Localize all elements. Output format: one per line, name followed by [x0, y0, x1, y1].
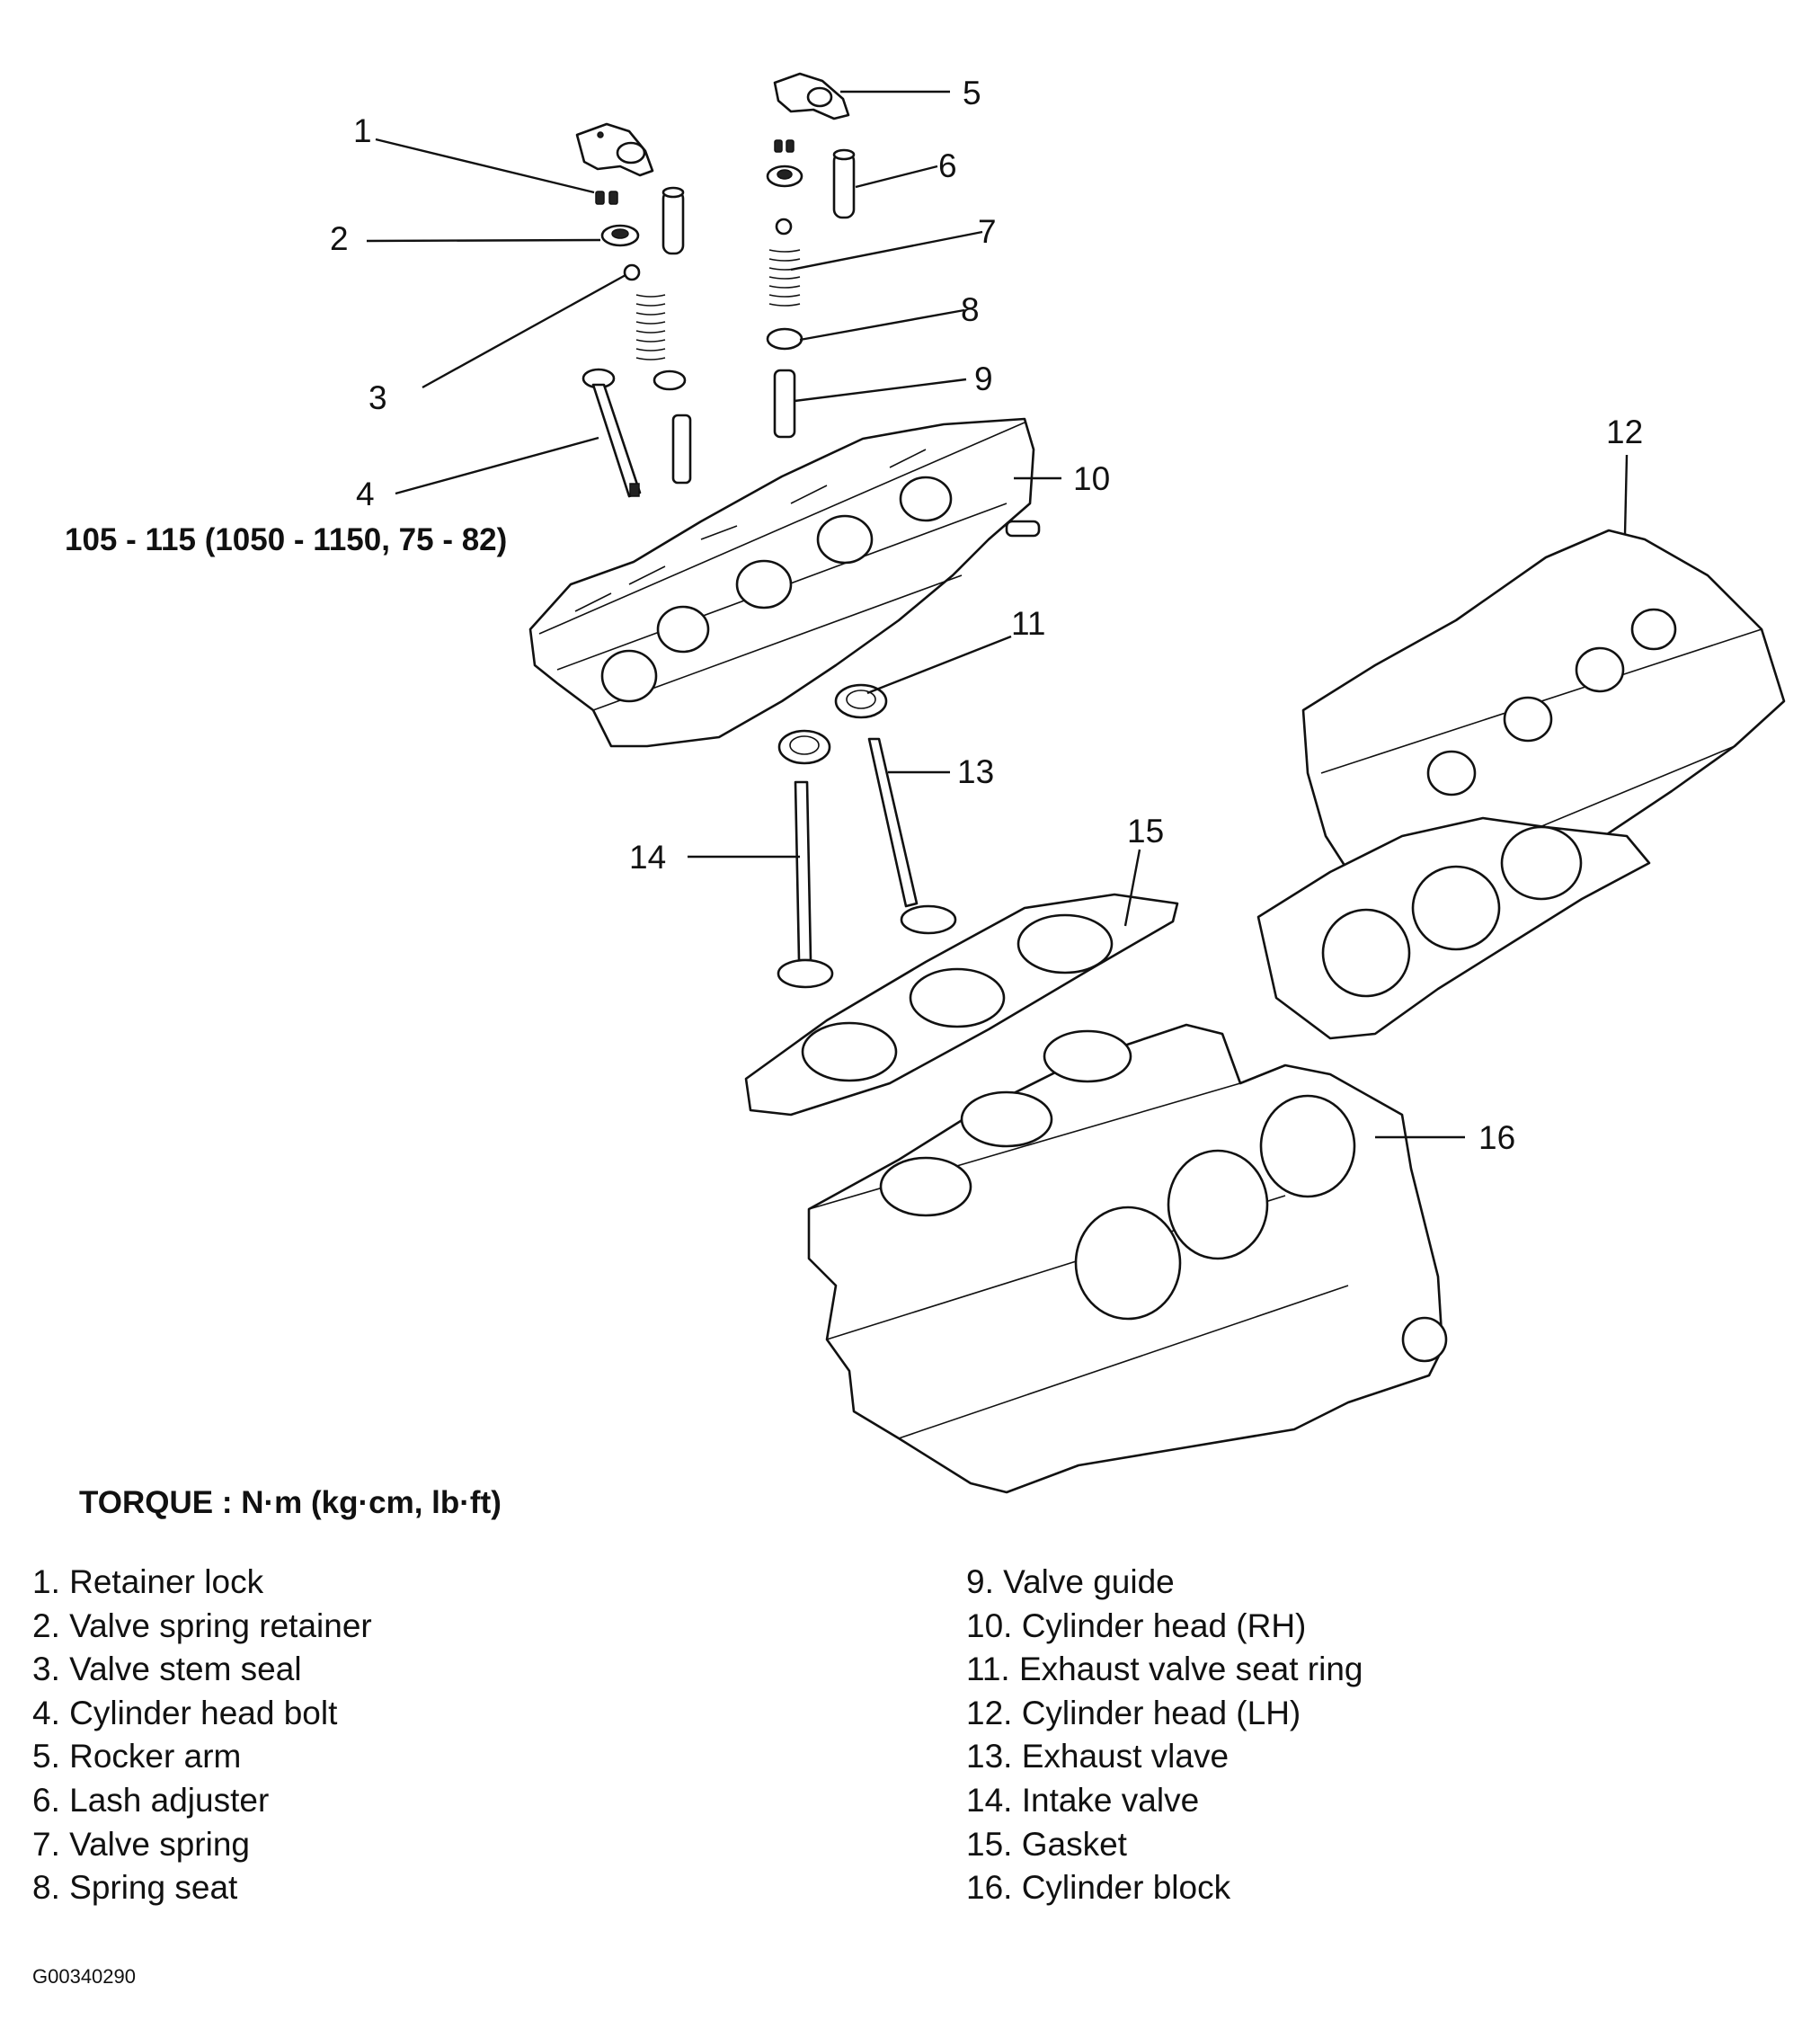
- rocker-arm-right: [773, 72, 850, 120]
- lh-head-gasket: [1256, 816, 1651, 1040]
- spring-seat-right: [766, 327, 803, 351]
- valve-spring-left: [635, 294, 666, 360]
- callout-10: 10: [1073, 460, 1110, 497]
- callout-1: 1: [353, 112, 372, 149]
- callout-9: 9: [974, 360, 993, 397]
- legend-item: 2. Valve spring retainer: [32, 1606, 372, 1644]
- callout-8: 8: [961, 291, 980, 328]
- callout-7: 7: [978, 213, 997, 250]
- torque-heading: TORQUE : N·m (kg·cm, lb·ft): [79, 1485, 502, 1520]
- valve-spring-right: [768, 249, 801, 307]
- legend-item: 6. Lash adjuster: [32, 1781, 270, 1819]
- legend-item: 16. Cylinder block: [966, 1869, 1231, 1907]
- exhaust-valve-seat-ring: [834, 683, 888, 719]
- legend-item: 3. Valve stem seal: [32, 1651, 302, 1688]
- valve-stem-seal-left: [623, 263, 641, 281]
- intake-valve-seat-ring: [777, 729, 831, 765]
- valve-spring-retainer-right: [766, 165, 803, 188]
- valve-guide-left: [671, 414, 692, 485]
- legend-item: 14. Intake valve: [966, 1781, 1200, 1819]
- cylinder-block: [807, 1023, 1448, 1494]
- rocker-arm-left: [575, 122, 654, 177]
- legend-item: 7. Valve spring: [32, 1825, 250, 1863]
- callout-5: 5: [963, 75, 981, 111]
- legend-item: 9. Valve guide: [966, 1563, 1175, 1600]
- valve-stem-seal-right: [775, 218, 793, 236]
- lash-adjuster-left: [661, 186, 685, 255]
- legend-item: 10. Cylinder head (RH): [966, 1606, 1307, 1644]
- legend-item: 15. Gasket: [966, 1825, 1127, 1863]
- lash-adjuster-right: [832, 148, 856, 219]
- callout-16: 16: [1478, 1119, 1515, 1156]
- legend-item: 13. Exhaust vlave: [966, 1738, 1230, 1775]
- valve-spring-retainer-left: [600, 224, 640, 247]
- callout-6: 6: [938, 147, 957, 184]
- spring-seat-left: [653, 369, 687, 391]
- legend-item: 11. Exhaust valve seat ring: [966, 1651, 1363, 1688]
- head-bolt-torque-spec: 105 - 115 (1050 - 1150, 75 - 82): [65, 522, 507, 557]
- callout-11: 11: [1011, 605, 1045, 642]
- image-code: G00340290: [32, 1965, 136, 1988]
- callout-4: 4: [356, 476, 375, 512]
- leader-lines: [366, 90, 1629, 1139]
- intake-valve: [777, 780, 834, 989]
- legend-item: 4. Cylinder head bolt: [32, 1694, 338, 1731]
- callout-14: 14: [629, 839, 666, 876]
- legend-item: 12. Cylinder head (LH): [966, 1694, 1301, 1731]
- head-gasket: [744, 893, 1179, 1117]
- callout-12: 12: [1606, 414, 1643, 450]
- legend-item: 5. Rocker arm: [32, 1738, 242, 1775]
- callout-13: 13: [957, 753, 994, 790]
- callout-15: 15: [1127, 813, 1164, 850]
- cylinder-head-rh: [528, 417, 1041, 748]
- callout-3: 3: [368, 379, 387, 416]
- cylinder-head-bolt: [582, 368, 642, 498]
- callout-2: 2: [330, 220, 349, 257]
- parts-legend-left: 1. Retainer lock 2. Valve spring retaine…: [32, 1561, 372, 1910]
- exhaust-valve: [867, 737, 957, 935]
- legend-item: 8. Spring seat: [32, 1869, 238, 1907]
- valve-guide-right: [773, 369, 796, 439]
- retainer-lock-right: [774, 139, 795, 153]
- parts-legend-right: 9. Valve guide 10. Cylinder head (RH) 11…: [966, 1561, 1363, 1910]
- legend-item: 1. Retainer lock: [32, 1563, 264, 1600]
- retainer-lock-left: [595, 191, 618, 205]
